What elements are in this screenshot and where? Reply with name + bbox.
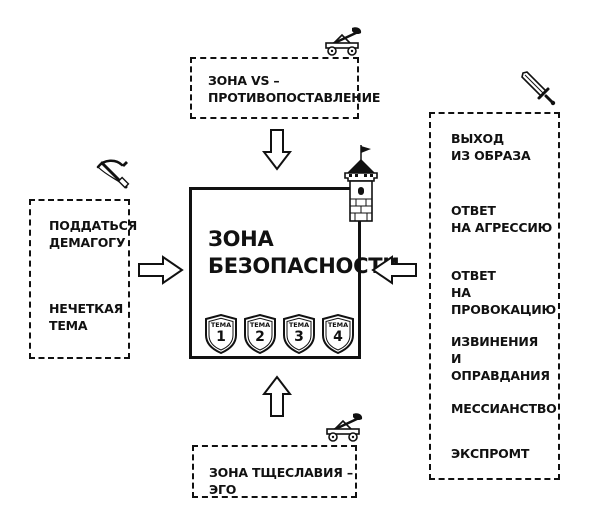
right-item-6: ЭКСПРОМТ [451, 446, 530, 461]
left-item-1: ПОДДАТЬСЯ ДЕМАГОГУ [49, 218, 138, 250]
topic-shield-2: ТЕМА 2 [243, 314, 277, 354]
right-item-2: ОТВЕТ НА АГРЕССИЮ [451, 203, 553, 235]
top-zone-box: ЗОНА VS – ПРОТИВОПОСТАВЛЕНИЕ [190, 57, 380, 119]
right-item-5: МЕССИАНСТВО [451, 401, 557, 416]
sword-icon [521, 71, 556, 106]
safety-zone-box: ЗОНА БЕЗОПАСНОСТИ ТЕМА 1 ТЕМА 2 ТЕМА 3 Т… [189, 187, 400, 359]
shield-icon [205, 314, 237, 354]
arrow-up-icon [262, 375, 292, 417]
right-item-1: ВЫХОД ИЗ ОБРАЗА [451, 131, 531, 163]
shield-icon [244, 314, 276, 354]
catapult-icon [325, 27, 362, 56]
top-zone-label: ЗОНА VS – ПРОТИВОПОСТАВЛЕНИЕ [208, 73, 381, 105]
right-item-4: ИЗВИНЕНИЯ И ОПРАВДАНИЯ [451, 334, 550, 383]
topic-shield-1: ТЕМА 1 [204, 314, 238, 354]
right-item-3: ОТВЕТ НА ПРОВОКАЦИЮ [451, 268, 557, 317]
right-zone-box: ВЫХОД ИЗ ОБРАЗА ОТВЕТ НА АГРЕССИЮ ОТВЕТ … [429, 112, 560, 480]
topic-shield-3: ТЕМА 3 [282, 314, 316, 354]
crossbow-icon [96, 159, 130, 189]
castle-tower-icon [344, 145, 378, 222]
left-item-2: НЕЧЕТКАЯ ТЕМА [49, 301, 124, 333]
shield-icon [283, 314, 315, 354]
topic-shield-4: ТЕМА 4 [321, 314, 355, 354]
arrow-down-icon [262, 129, 292, 171]
safety-zone-title: ЗОНА БЕЗОПАСНОСТИ [208, 227, 400, 278]
shield-icon [322, 314, 354, 354]
left-zone-box: ПОДДАТЬСЯ ДЕМАГОГУ НЕЧЕТКАЯ ТЕМА [29, 199, 137, 359]
arrow-left-icon [371, 255, 417, 285]
arrow-right-icon [138, 255, 184, 285]
bottom-zone-box: ЗОНА ТЩЕСЛАВИЯ – ЭГО [192, 445, 357, 498]
bottom-zone-label: ЗОНА ТЩЕСЛАВИЯ – ЭГО [209, 465, 353, 497]
catapult-icon [326, 413, 363, 442]
